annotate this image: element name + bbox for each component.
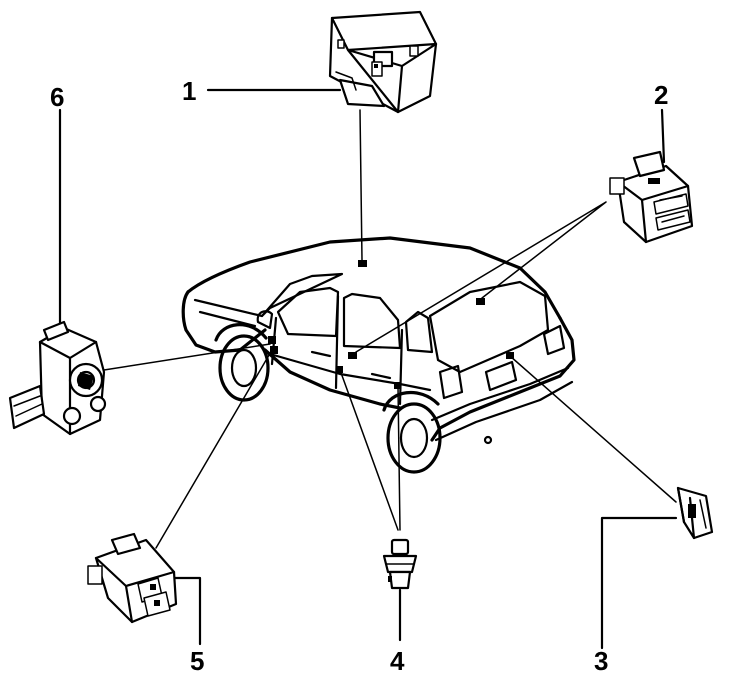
leader-2-vertical [660, 108, 666, 164]
rear-wheel [382, 390, 442, 474]
part-6-mirror-adjuster [8, 320, 107, 436]
leader-6-diagonal [103, 343, 271, 371]
marker-hatch-window [476, 298, 485, 305]
part-4-door-contact-switch [382, 538, 418, 590]
rear-door-handle [370, 372, 392, 380]
rear-tail-outline [430, 316, 576, 442]
rear-bumper [430, 366, 574, 442]
side-mirror [256, 310, 274, 330]
part-3-sensor-clip [676, 486, 714, 540]
leader-2-fan [355, 201, 607, 353]
front-side-window [276, 286, 340, 338]
front-door-handle [310, 350, 332, 358]
leader-5-elbow [166, 576, 202, 646]
hatchback-car-illustration [181, 236, 576, 474]
leader-lines [58, 88, 678, 650]
rear-side-window [342, 292, 402, 350]
tail-light-left [438, 364, 464, 400]
body-side-molding [268, 352, 432, 392]
marker-front-door-upper [268, 336, 276, 344]
leader-5-diagonal [155, 349, 273, 549]
part-2-connector-housing [609, 150, 694, 244]
callout-6: 6 [50, 82, 64, 112]
exhaust-pipe [483, 435, 493, 445]
quarter-window [404, 310, 434, 354]
callout-1: 1 [182, 76, 196, 106]
marker-roof-module [358, 260, 367, 267]
front-wheel [214, 323, 270, 402]
part-1-roof-module [328, 10, 438, 114]
car-hood-crease [193, 298, 264, 328]
callout-5: 5 [190, 646, 204, 676]
callout-4: 4 [390, 646, 405, 676]
leader-1-vertical [359, 109, 363, 261]
marker-rear-door [348, 352, 357, 359]
part-5-window-switch [87, 532, 178, 624]
callout-3: 3 [594, 646, 608, 676]
windshield [260, 272, 344, 318]
rear-hatch-window [428, 280, 550, 374]
leader-4-fan [339, 369, 401, 531]
door-line-rear [398, 328, 404, 406]
car-roof-outline [186, 236, 562, 320]
car-hood-outline [181, 290, 267, 354]
leader-3-diagonal [509, 355, 677, 503]
leader-3-elbow [600, 516, 678, 650]
callout-2: 2 [654, 80, 668, 110]
license-plate [484, 360, 518, 392]
marker-front-door-lower [270, 346, 278, 354]
tail-light-right [542, 324, 566, 356]
